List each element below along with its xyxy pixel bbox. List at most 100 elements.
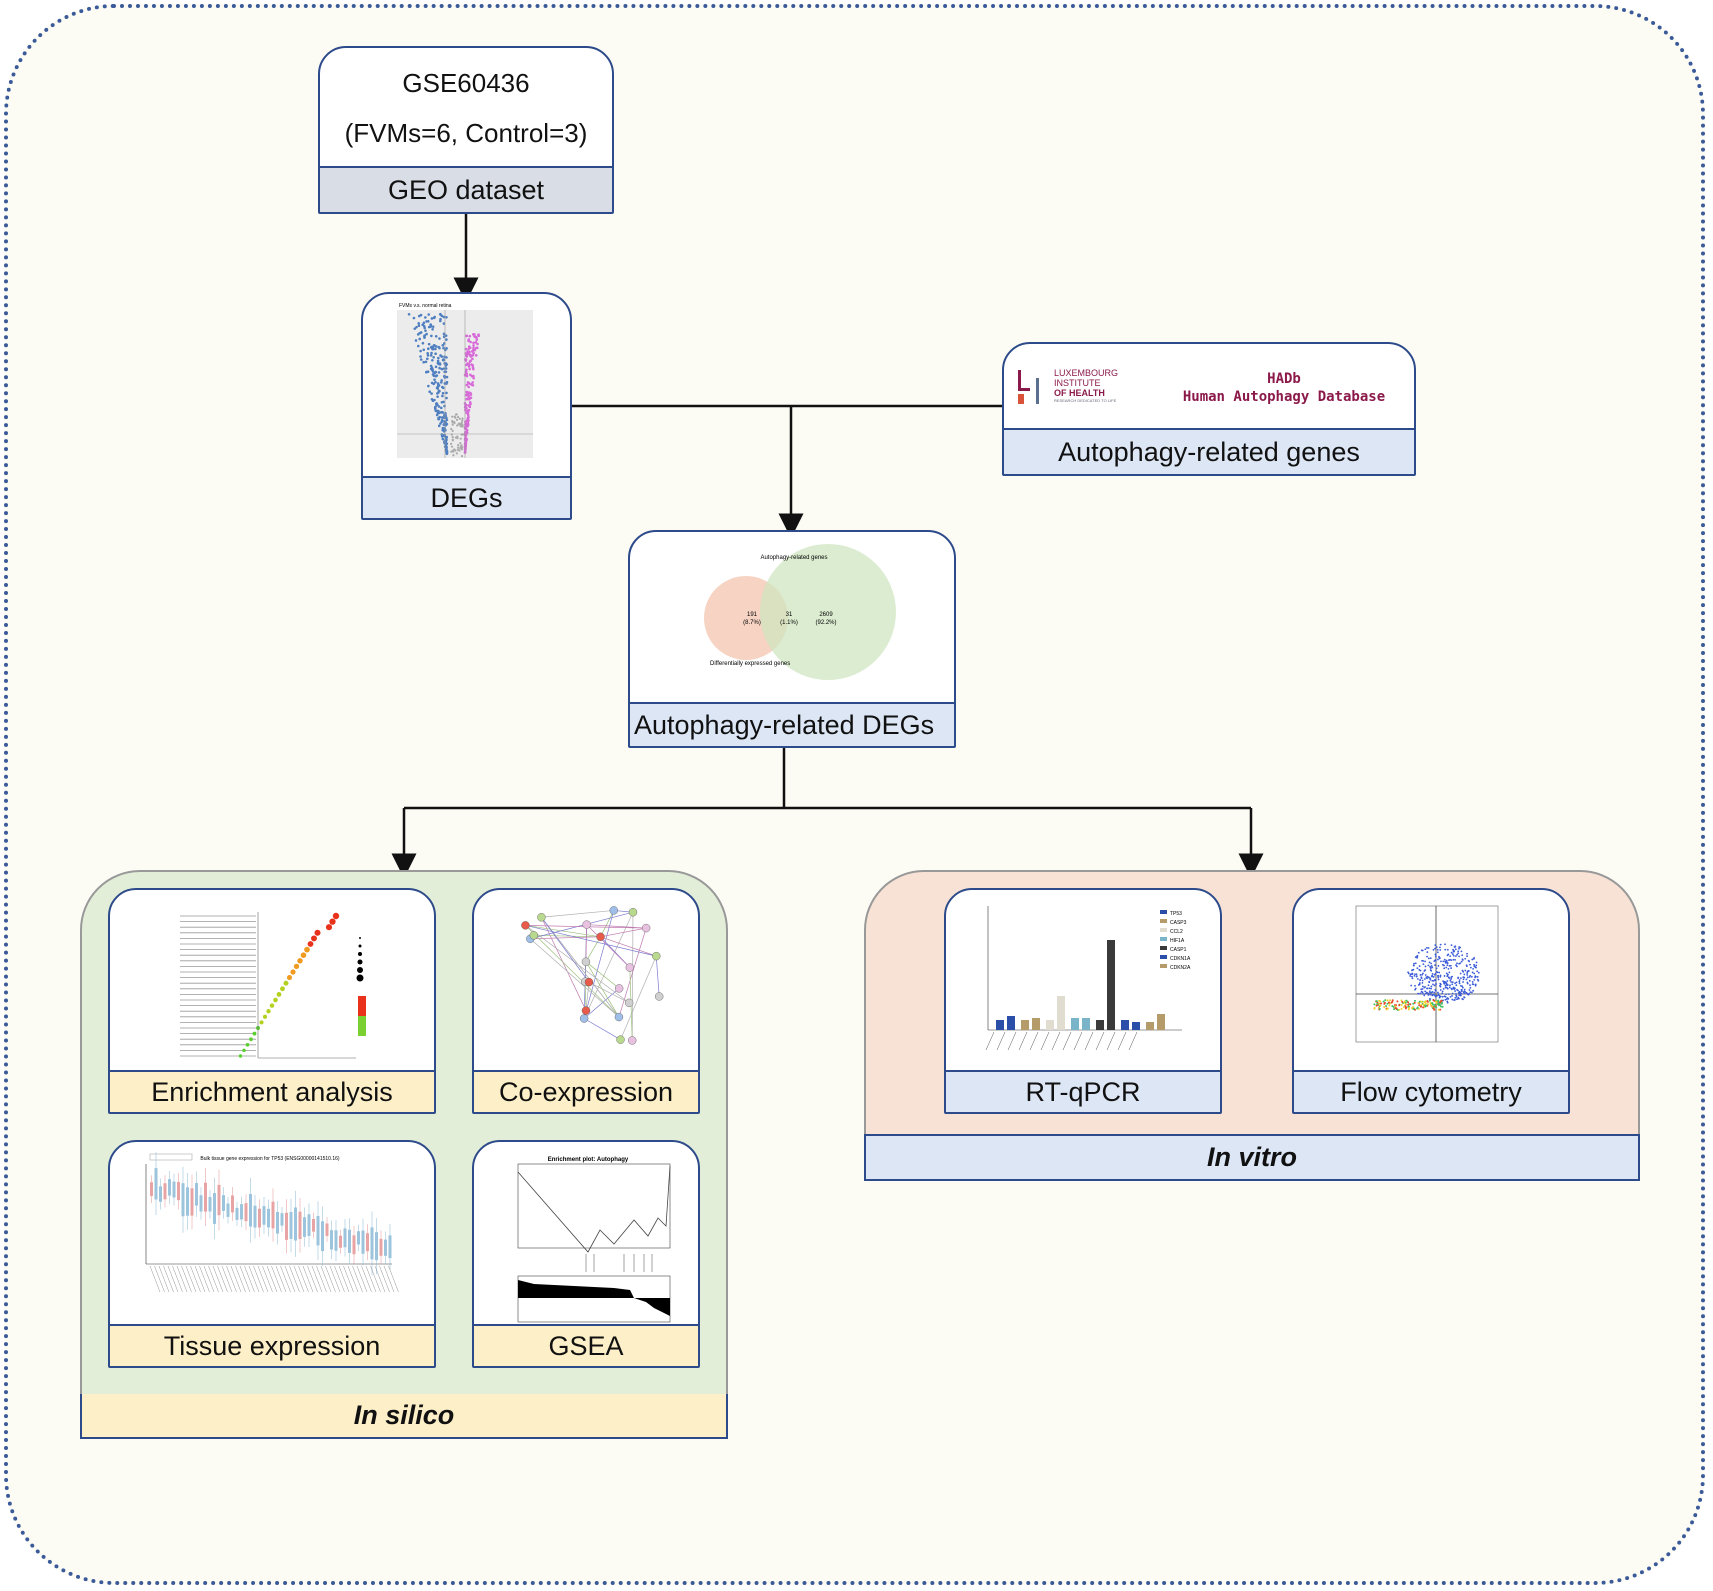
flow-event xyxy=(1476,978,1479,981)
hadb-box: LUXEMBOURG INSTITUTE OF HEALTH RESEARCH … xyxy=(1002,342,1416,476)
volcano-point xyxy=(425,370,428,374)
flow-event xyxy=(1474,976,1476,979)
gsea-caption: GSEA xyxy=(474,1324,698,1366)
flow-event xyxy=(1454,990,1457,992)
flow-event xyxy=(1446,1001,1449,1004)
tissue-box xyxy=(285,1212,288,1240)
tissue-tick-label xyxy=(176,1265,188,1293)
tissue-box xyxy=(231,1195,234,1213)
volcano-point xyxy=(439,381,443,384)
volcano-point xyxy=(475,346,478,350)
volcano-point xyxy=(460,421,463,424)
tissue-box xyxy=(298,1211,302,1239)
flow-event xyxy=(1467,959,1470,962)
network-node xyxy=(614,984,624,993)
flow-event xyxy=(1450,959,1453,962)
flow-event xyxy=(1404,1007,1407,1010)
flow-event xyxy=(1424,965,1427,968)
tissue-tick-label xyxy=(158,1265,170,1293)
enrichment-dot xyxy=(290,969,296,975)
flow-event xyxy=(1435,983,1438,985)
network-edge xyxy=(584,981,587,1011)
flow-event xyxy=(1388,1004,1391,1007)
tissue-tick-label xyxy=(275,1265,287,1293)
rtqpcr-caption: RT-qPCR xyxy=(946,1070,1220,1112)
flow-event xyxy=(1383,1005,1386,1008)
volcano-point xyxy=(428,390,431,393)
flow-event xyxy=(1447,976,1450,979)
volcano-point xyxy=(444,348,447,352)
flow-event xyxy=(1409,973,1412,976)
flow-event xyxy=(1407,971,1410,974)
flow-event xyxy=(1402,1006,1405,1009)
volcano-point xyxy=(424,360,428,364)
tissue-tick-label xyxy=(172,1265,183,1293)
volcano-point xyxy=(451,435,454,439)
rtqpcr-bar xyxy=(1121,1020,1129,1030)
enrichment-dot xyxy=(293,963,300,970)
flow-event xyxy=(1466,976,1469,979)
rtqpcr-tick-label xyxy=(1073,1031,1083,1051)
volcano-point xyxy=(438,337,441,340)
flow-event xyxy=(1434,959,1437,962)
lih-logo xyxy=(1018,370,1040,404)
rtqpcr-legend-swatch xyxy=(1160,937,1167,941)
tissue-box xyxy=(154,1168,158,1200)
network-node xyxy=(614,1012,624,1022)
rtqpcr-legend-swatch xyxy=(1160,946,1167,950)
network-node xyxy=(584,977,594,987)
volcano-point xyxy=(441,394,444,398)
volcano-point xyxy=(471,364,475,367)
enrichment-dot xyxy=(273,997,278,1003)
volcano-point xyxy=(415,325,418,329)
flow-event xyxy=(1424,974,1427,976)
flow-event xyxy=(1429,965,1431,968)
flow-event xyxy=(1438,956,1441,959)
volcano-point xyxy=(469,340,472,344)
tissue-tick-label xyxy=(154,1265,165,1293)
flow-event xyxy=(1412,1005,1415,1008)
flow-event xyxy=(1433,1003,1436,1006)
volcano-point xyxy=(441,411,445,414)
flow-event xyxy=(1421,991,1424,994)
flow-event xyxy=(1426,951,1429,953)
volcano-point xyxy=(444,334,448,337)
flow-event xyxy=(1420,976,1423,979)
enrichment-dot xyxy=(304,946,310,953)
flow-event xyxy=(1476,970,1479,973)
flow-event xyxy=(1452,986,1455,989)
flow-event xyxy=(1455,992,1457,995)
volcano-point xyxy=(427,384,430,388)
volcano-point xyxy=(456,446,460,449)
enrichment-dot xyxy=(314,929,321,936)
hadb-caption: Autophagy-related genes xyxy=(1004,428,1414,474)
flow-event xyxy=(1421,985,1424,988)
volcano-point xyxy=(472,351,475,355)
volcano-point xyxy=(467,385,470,389)
flow-event xyxy=(1454,987,1456,990)
flow-event xyxy=(1469,963,1471,966)
tissue-tick-label xyxy=(226,1265,237,1293)
rtqpcr-bar xyxy=(1157,1014,1165,1030)
volcano-point xyxy=(468,391,472,395)
rtqpcr-tick-label xyxy=(1106,1031,1116,1051)
flow-event xyxy=(1393,1008,1396,1011)
volcano-point xyxy=(452,454,455,457)
flow-event xyxy=(1376,1002,1379,1005)
tissue-box xyxy=(181,1183,185,1217)
volcano-point xyxy=(459,437,462,440)
volcano-point xyxy=(430,368,434,371)
flow-event xyxy=(1437,965,1440,967)
volcano-point xyxy=(426,354,430,357)
enrichment-dot xyxy=(259,1020,264,1025)
rtqpcr-bar xyxy=(1146,1022,1154,1030)
volcano-point xyxy=(430,392,433,395)
network-edge xyxy=(525,925,630,1004)
invitro-label: In vitro xyxy=(864,1134,1640,1181)
volcano-point xyxy=(466,416,470,419)
tissue-box xyxy=(370,1227,374,1260)
flow-event xyxy=(1449,995,1452,998)
flow-event xyxy=(1424,948,1427,951)
rtqpcr-legend-swatch xyxy=(1160,910,1167,914)
flow-event xyxy=(1432,976,1435,978)
